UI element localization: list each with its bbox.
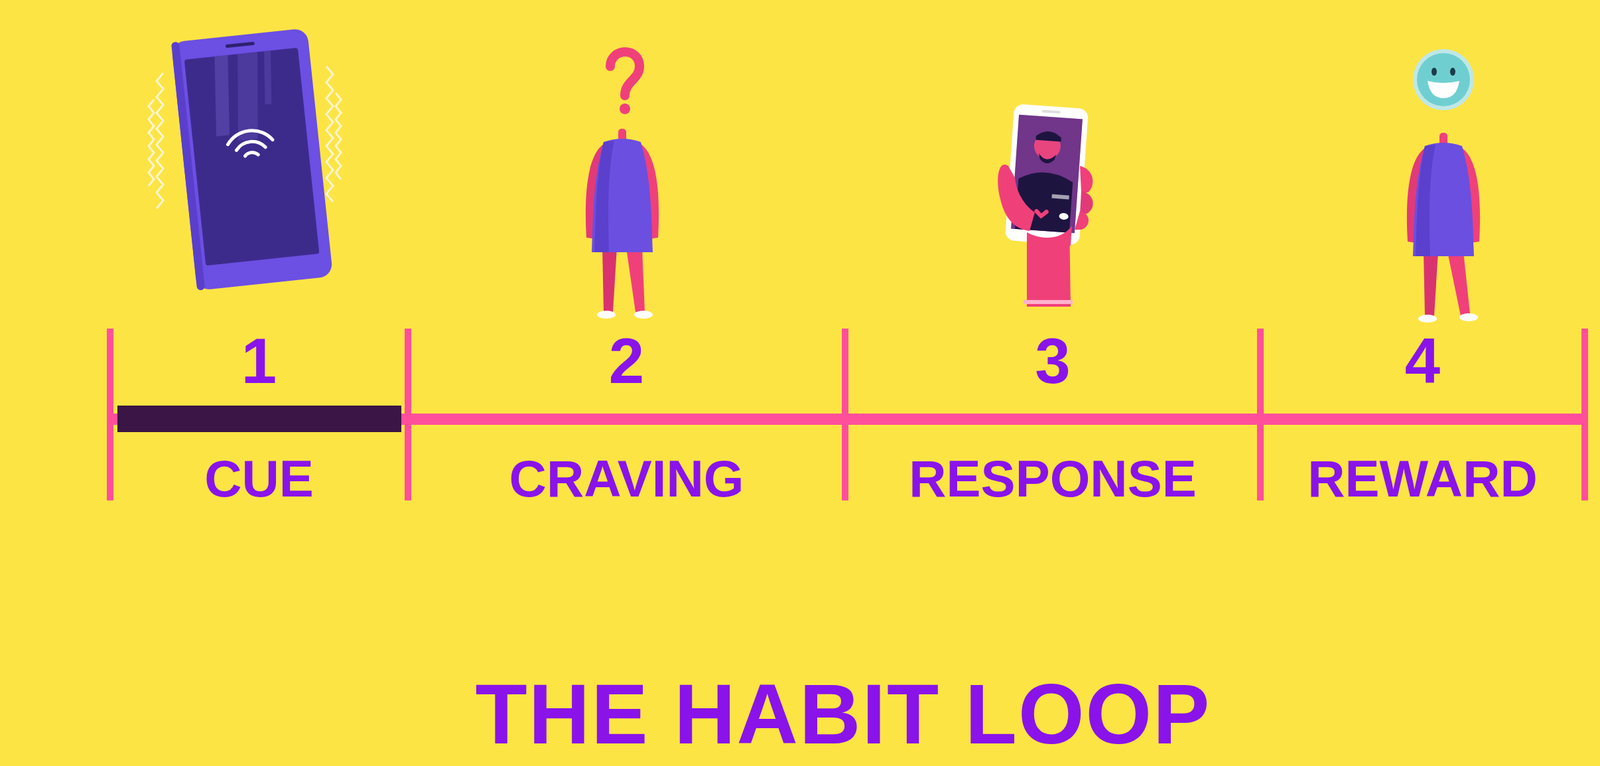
timeline-segment: 4REWARD bbox=[1263, 328, 1582, 505]
step-label: RESPONSE bbox=[848, 452, 1258, 505]
person-figure bbox=[585, 128, 659, 319]
phone-icon bbox=[148, 27, 341, 290]
step-number: 4 bbox=[1263, 329, 1582, 393]
step-number: 3 bbox=[848, 329, 1258, 393]
diagram-title: THE HABIT LOOP bbox=[475, 671, 1212, 757]
step-label: CUE bbox=[113, 452, 405, 505]
step-number: 2 bbox=[411, 329, 842, 393]
progress-bar bbox=[117, 405, 402, 432]
timeline-segment: 1CUE bbox=[113, 328, 405, 505]
step-number: 1 bbox=[113, 329, 405, 393]
question-mark bbox=[610, 51, 640, 115]
step-label: CRAVING bbox=[411, 452, 842, 505]
person-figure bbox=[1406, 132, 1480, 323]
timeline-segment: 3RESPONSE bbox=[848, 328, 1258, 505]
timeline-segment: 2CRAVING bbox=[411, 328, 842, 505]
step-label: REWARD bbox=[1263, 452, 1582, 505]
hand-phone bbox=[997, 103, 1093, 307]
smiley-face bbox=[1412, 49, 1474, 111]
